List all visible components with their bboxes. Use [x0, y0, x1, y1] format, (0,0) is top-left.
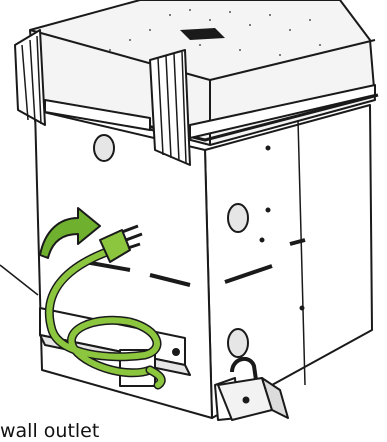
charging-cart-icon: [15, 0, 378, 420]
outlet-leader-line: [0, 265, 38, 295]
wall-outlet-label: wall outlet: [0, 421, 99, 441]
